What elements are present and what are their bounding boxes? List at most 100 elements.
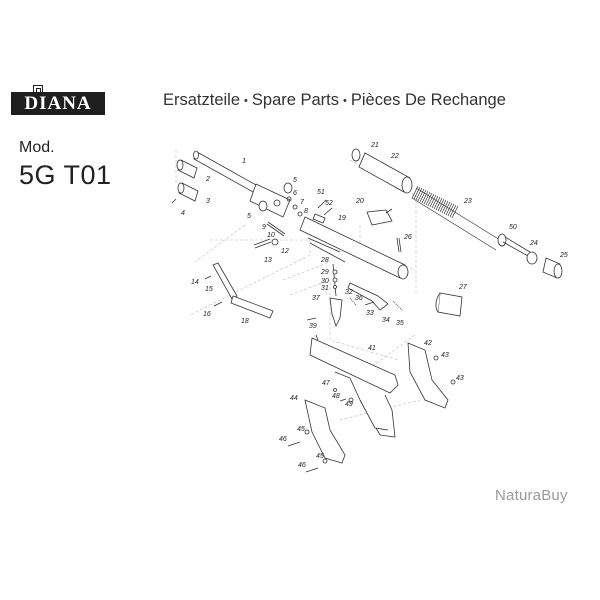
part-49	[348, 397, 354, 403]
part-26-pin	[396, 237, 402, 253]
svg-text:39: 39	[309, 323, 317, 330]
svg-text:34: 34	[382, 317, 390, 324]
part-51-52-pins	[317, 199, 333, 216]
part-7	[292, 204, 298, 210]
svg-text:2: 2	[205, 176, 210, 183]
part-23-spring	[411, 185, 501, 251]
svg-text:6: 6	[293, 190, 297, 197]
part-47	[333, 388, 337, 392]
part-43-screw	[450, 379, 456, 385]
svg-text:35: 35	[396, 320, 404, 327]
brand-logo: DIANA	[11, 92, 105, 115]
svg-text:42: 42	[424, 340, 432, 347]
svg-text:28: 28	[320, 257, 329, 264]
svg-text:9: 9	[262, 224, 266, 231]
part-39-pin	[306, 317, 317, 321]
svg-text:37: 37	[312, 295, 321, 302]
svg-text:4: 4	[181, 210, 185, 217]
svg-text:36: 36	[355, 295, 363, 302]
title-separator: •	[343, 95, 347, 107]
svg-text:27: 27	[458, 284, 468, 291]
svg-text:14: 14	[191, 279, 199, 286]
title-english: Spare Parts	[251, 91, 340, 109]
part-18-lever	[230, 295, 274, 319]
part-50-ring	[497, 233, 507, 247]
part-42-grip-right	[407, 342, 449, 409]
svg-text:16: 16	[203, 311, 211, 318]
svg-text:5: 5	[247, 213, 251, 220]
svg-text:7: 7	[300, 199, 305, 206]
svg-text:47: 47	[322, 380, 331, 387]
svg-text:1: 1	[242, 158, 246, 165]
svg-text:23: 23	[463, 198, 472, 205]
title-french: Pièces De Rechange	[350, 91, 506, 109]
svg-text:10: 10	[267, 232, 275, 239]
svg-text:15: 15	[205, 286, 213, 293]
svg-text:32: 32	[345, 289, 353, 296]
part-45-nut	[304, 429, 310, 435]
title-separator: •	[244, 95, 248, 107]
part-5-washer	[283, 182, 293, 194]
svg-text:13: 13	[264, 257, 272, 264]
part-8	[297, 211, 303, 217]
part-9-pin	[266, 221, 286, 237]
svg-text:46: 46	[298, 462, 306, 469]
part-24-guide	[502, 236, 531, 257]
cocking-linkage	[204, 262, 274, 319]
part-19-receiver	[299, 213, 409, 280]
svg-text:46: 46	[279, 436, 287, 443]
svg-text:45: 45	[316, 453, 324, 460]
svg-text:43: 43	[456, 375, 464, 382]
model-label: Mod.	[19, 139, 55, 156]
part-36-spring	[349, 297, 357, 306]
part-6	[286, 196, 292, 202]
part-48	[339, 398, 347, 402]
part-13-screw	[253, 238, 272, 249]
svg-text:44: 44	[290, 395, 298, 402]
svg-text:52: 52	[325, 200, 333, 207]
part-41-frame	[309, 334, 399, 438]
part-46-screw	[287, 441, 301, 447]
svg-text:21: 21	[370, 142, 379, 149]
svg-text:26: 26	[403, 234, 412, 241]
part-46-screw	[305, 467, 319, 473]
part-25-end-cap	[542, 257, 563, 279]
title-german: Ersatzteile	[163, 91, 241, 109]
part-24-cap	[526, 251, 538, 265]
svg-text:50: 50	[509, 224, 517, 231]
svg-text:19: 19	[338, 215, 346, 222]
svg-text:20: 20	[355, 198, 364, 205]
part-16-pin	[213, 301, 223, 307]
part-3-sleeve	[171, 182, 199, 204]
svg-text:45: 45	[297, 426, 305, 433]
svg-text:8: 8	[304, 208, 308, 215]
part-22-cylinder	[358, 152, 413, 194]
svg-text:29: 29	[320, 269, 329, 276]
svg-text:33: 33	[366, 310, 374, 317]
trigger-group	[306, 263, 404, 328]
part-35-spring	[392, 300, 404, 312]
svg-text:22: 22	[390, 153, 399, 160]
svg-text:3: 3	[206, 198, 210, 205]
svg-text:30: 30	[321, 278, 329, 285]
page-title: Ersatzteile•Spare Parts•Pièces De Rechan…	[163, 91, 506, 110]
svg-text:5: 5	[293, 177, 297, 184]
svg-text:51: 51	[317, 189, 325, 196]
svg-text:48: 48	[332, 393, 340, 400]
svg-text:12: 12	[281, 248, 289, 255]
svg-text:43: 43	[441, 352, 449, 359]
watermark: NaturaBuy	[495, 487, 568, 504]
part-45-nut	[322, 458, 328, 464]
part-27-block	[435, 292, 463, 317]
part-2-sleeve	[176, 159, 198, 179]
part-37-trigger	[329, 297, 343, 328]
svg-text:25: 25	[559, 252, 568, 259]
svg-text:24: 24	[529, 240, 538, 247]
svg-text:31: 31	[321, 285, 329, 292]
part-14-pin	[204, 275, 212, 280]
part-33-pin	[364, 301, 375, 306]
part-12-nut	[271, 238, 279, 246]
part-21-seal	[351, 148, 361, 162]
